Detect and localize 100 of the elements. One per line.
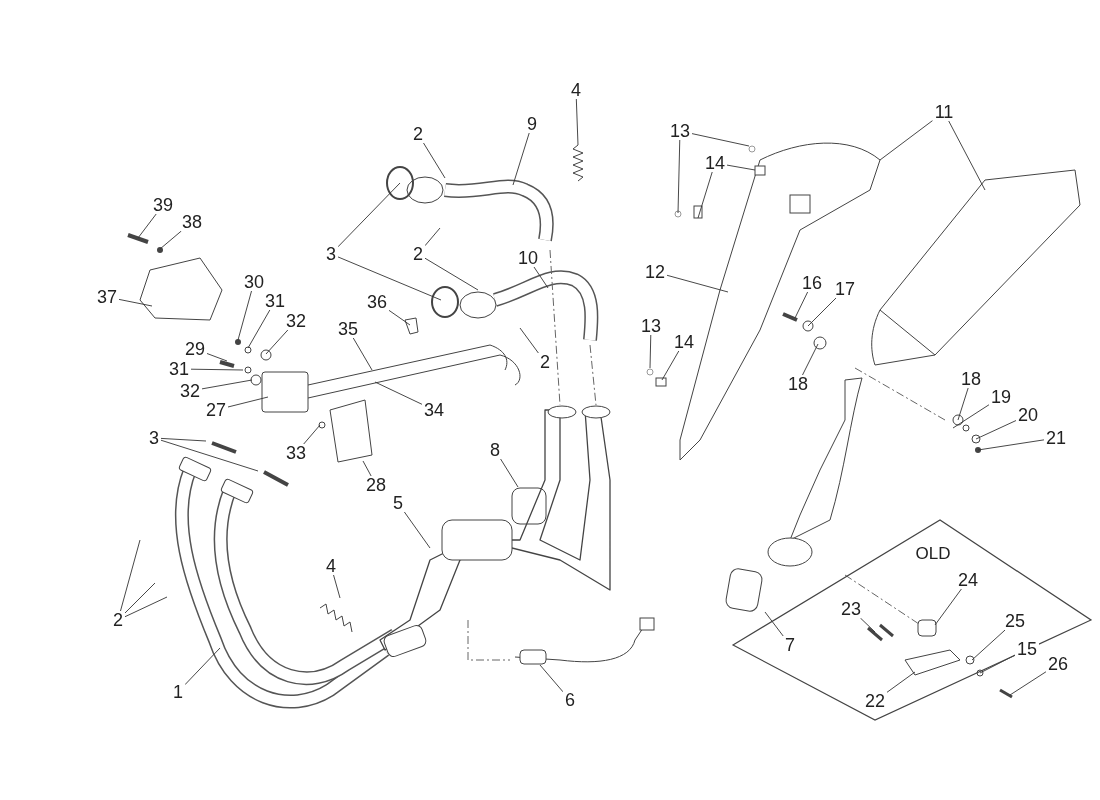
leader-line	[227, 396, 269, 408]
callout-number: 1	[171, 683, 185, 701]
leader-line	[764, 611, 784, 637]
leader-line	[649, 334, 652, 369]
callout-number: 32	[284, 312, 308, 330]
leader-line	[575, 98, 579, 146]
callout-number: 23	[839, 600, 863, 618]
leader-line	[952, 404, 990, 429]
callout-number: 39	[151, 196, 175, 214]
leader-line	[934, 588, 962, 626]
callout-number: 31	[167, 360, 191, 378]
callout-number: 20	[1016, 406, 1040, 424]
callout-number: 25	[1003, 612, 1027, 630]
leader-line	[190, 368, 244, 371]
callout-number: 32	[178, 382, 202, 400]
callout-number: 34	[422, 401, 446, 419]
callout-number: 33	[284, 444, 308, 462]
leader-line	[206, 353, 228, 362]
frame-title: OLD	[913, 544, 953, 562]
leader-line	[337, 182, 401, 248]
callout-number: 28	[364, 476, 388, 494]
leader-line	[879, 120, 934, 161]
callout-number: 16	[800, 274, 824, 292]
callout-number: 37	[95, 288, 119, 306]
leader-line	[802, 343, 819, 376]
leader-line	[160, 437, 207, 442]
callout-number: 2	[538, 353, 552, 371]
callout-number: 15	[1015, 640, 1039, 658]
leader-line	[159, 230, 182, 250]
callout-number: 10	[516, 249, 540, 267]
callout-number: 31	[263, 292, 287, 310]
callout-number: 27	[204, 401, 228, 419]
leader-line	[201, 379, 253, 390]
leader-line	[512, 132, 530, 186]
callout-number: 19	[989, 388, 1013, 406]
leader-line	[666, 274, 729, 293]
leader-line	[697, 171, 713, 219]
leader-line	[424, 257, 479, 291]
leader-line	[948, 120, 986, 191]
callout-number: 13	[668, 122, 692, 140]
callout-number: 35	[336, 320, 360, 338]
leader-line	[124, 596, 168, 618]
leader-line	[403, 511, 431, 549]
leader-line	[500, 458, 519, 488]
callout-number: 4	[569, 81, 583, 99]
leader-line	[726, 164, 756, 171]
leader-line	[337, 256, 442, 301]
leader-line	[677, 139, 681, 214]
leader-line	[859, 617, 876, 633]
callout-number: 2	[111, 611, 125, 629]
leader-line	[519, 327, 539, 354]
leader-line	[333, 574, 341, 599]
callout-number: 5	[391, 494, 405, 512]
leader-line	[971, 629, 1006, 661]
leader-line	[120, 539, 141, 612]
leader-line	[184, 647, 221, 686]
callout-number: 18	[786, 375, 810, 393]
callout-number: 14	[672, 333, 696, 351]
callout-number: 21	[1044, 429, 1068, 447]
leader-line	[661, 350, 680, 381]
leader-line	[237, 290, 252, 341]
callout-number: 3	[324, 245, 338, 263]
leader-line	[424, 227, 441, 247]
leader-line	[137, 213, 157, 239]
callout-number: 26	[1046, 655, 1070, 673]
leader-line	[352, 337, 373, 371]
callout-number: 38	[180, 213, 204, 231]
leader-line	[124, 582, 156, 614]
leader-line	[691, 133, 750, 147]
leader-line	[1009, 671, 1047, 696]
leader-line	[374, 381, 423, 405]
leader-line	[247, 309, 271, 349]
leader-line	[807, 297, 837, 327]
callout-number: 3	[147, 429, 161, 447]
callout-number: 2	[411, 245, 425, 263]
leader-line	[975, 420, 1017, 440]
leader-line	[886, 671, 916, 693]
callout-number: 14	[703, 154, 727, 172]
callout-number: 12	[643, 263, 667, 281]
leader-line	[160, 439, 259, 472]
callout-number: 13	[639, 317, 663, 335]
callout-number: 8	[488, 441, 502, 459]
leader-line	[303, 424, 321, 445]
callout-number: 2	[411, 125, 425, 143]
leader-line	[362, 460, 372, 477]
callout-number: 18	[959, 370, 983, 388]
leader-line	[118, 298, 153, 307]
callout-number: 30	[242, 273, 266, 291]
leader-line	[539, 664, 564, 693]
callout-number: 36	[365, 293, 389, 311]
callout-number: 29	[183, 340, 207, 358]
callout-number: 6	[563, 691, 577, 709]
callout-number: 17	[833, 280, 857, 298]
callout-number: 7	[783, 636, 797, 654]
callout-number: 9	[525, 115, 539, 133]
callout-number: 4	[324, 557, 338, 575]
leader-line	[977, 439, 1045, 451]
callout-number: 24	[956, 571, 980, 589]
leader-line	[265, 329, 289, 355]
leader-line	[957, 387, 969, 421]
